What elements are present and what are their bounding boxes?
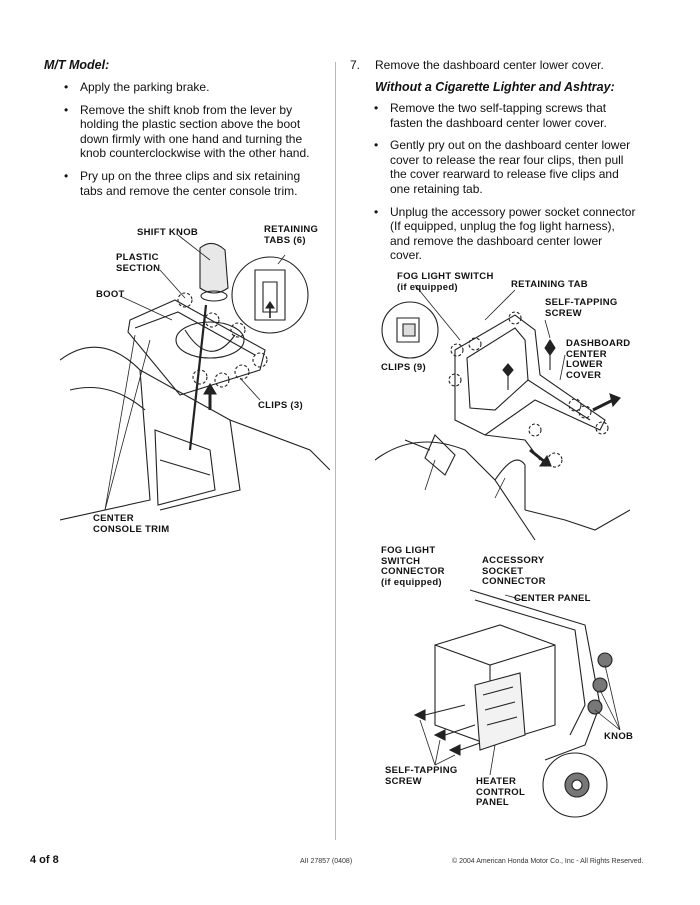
label-fog-light-switch: FOG LIGHT SWITCH (if equipped) <box>397 271 494 293</box>
right-bullet-3: Unplug the accessory power socket connec… <box>374 205 636 263</box>
heater-control-panel-illustration <box>413 589 621 818</box>
label-clips-3: CLIPS (3) <box>258 400 303 411</box>
column-divider <box>335 62 336 840</box>
label-boot: BOOT <box>96 289 125 300</box>
step-number: 7. <box>350 58 361 72</box>
page-number: 4 of 8 <box>30 854 59 866</box>
console-trim-illustration <box>60 234 330 521</box>
right-bullet-list: Remove the two self-tapping screws that … <box>374 101 636 271</box>
subheading-without-lighter: Without a Cigarette Lighter and Ashtray: <box>375 80 615 94</box>
label-shift-knob: SHIFT KNOB <box>137 227 199 238</box>
label-knob: KNOB <box>604 731 634 742</box>
label-plastic-section: PLASTIC SECTION <box>116 252 161 274</box>
copyright: © 2004 American Honda Motor Co., Inc - A… <box>452 858 644 865</box>
step-text: Remove the dashboard center lower cover. <box>375 58 604 72</box>
right-bullet-2: Gently pry out on the dashboard center l… <box>374 138 636 196</box>
label-self-tapping-screw-2: SELF-TAPPING SCREW <box>385 765 458 787</box>
label-clips-9: CLIPS (9) <box>381 362 426 373</box>
left-bullet-2: Remove the shift knob from the lever by … <box>64 103 326 161</box>
left-bullet-1: Apply the parking brake. <box>64 80 326 95</box>
left-bullet-list: Apply the parking brake. Remove the shif… <box>64 80 326 206</box>
label-retaining-tabs: RETAINING TABS (6) <box>264 224 319 246</box>
dashboard-cover-illustration <box>375 284 630 541</box>
left-bullet-3: Pry up on the three clips and six retain… <box>64 169 326 198</box>
label-dashboard-center-lower-cover: DASHBOARD CENTER LOWER COVER <box>566 338 631 381</box>
label-center-panel: CENTER PANEL <box>514 593 591 604</box>
label-fog-light-switch-connector: FOG LIGHT SWITCH CONNECTOR (if equipped) <box>381 545 445 588</box>
label-accessory-socket-connector: ACCESSORY SOCKET CONNECTOR <box>482 555 546 587</box>
document-id: AII 27857 (0408) <box>300 858 353 865</box>
right-bullet-1: Remove the two self-tapping screws that … <box>374 101 636 130</box>
mt-model-heading: M/T Model: <box>44 58 110 72</box>
label-retaining-tab: RETAINING TAB <box>511 279 588 290</box>
label-self-tapping-screw-1: SELF-TAPPING SCREW <box>545 297 618 319</box>
label-heater-control-panel: HEATER CONTROL PANEL <box>476 776 526 808</box>
label-center-console-trim: CENTER CONSOLE TRIM <box>93 513 170 535</box>
